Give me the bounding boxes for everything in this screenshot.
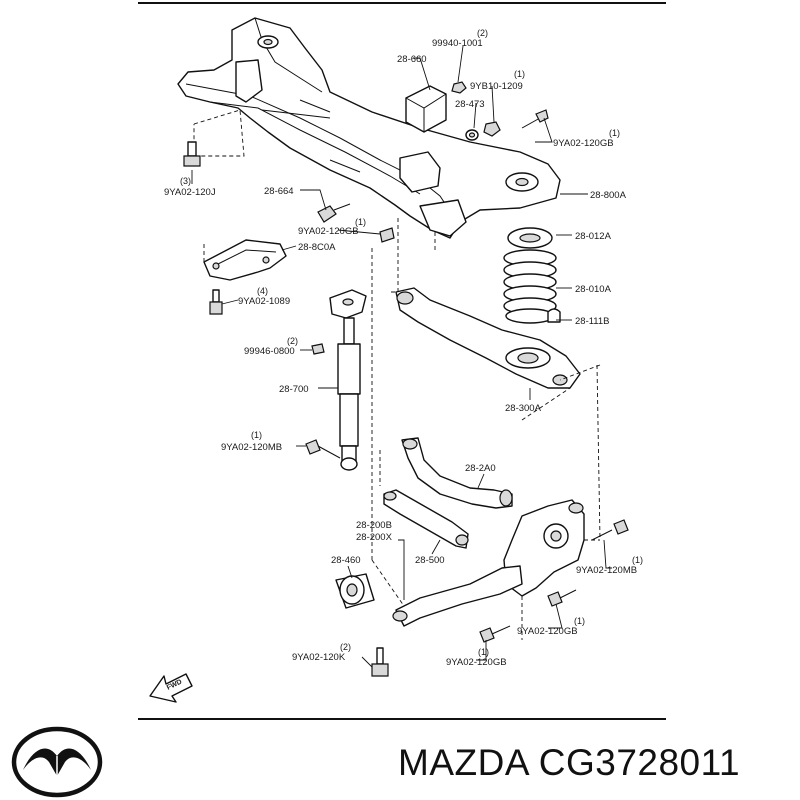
label-28-010a: 28-010A [575, 284, 612, 295]
link-28-200b [392, 565, 523, 627]
bolt-9ya02-120gb-low2 [479, 625, 511, 643]
nut-9yb10-1209 [483, 121, 501, 137]
leader-lines [191, 45, 612, 668]
label-9ya02-120gb-low1: 9YA02-120GB [517, 626, 578, 637]
label-9ya02-120gb-mid: 9YA02-120GB [298, 226, 359, 237]
part-number: CG3728011 [538, 742, 741, 783]
bolt-9ya02-120k [371, 647, 389, 677]
qty-9ya02-120gb-mid: (1) [355, 217, 366, 227]
qty-9ya02-1089: (4) [257, 286, 268, 296]
bolt-9ya02-120mb-right [591, 519, 629, 541]
mazda-logo-icon [11, 726, 103, 798]
brand-name: MAZDA [398, 742, 528, 783]
bolt-9ya02-120j [183, 141, 201, 167]
label-28-460: 28-460 [331, 555, 361, 566]
qty-9yb10-1209: (1) [514, 69, 525, 79]
bolt-9ya02-120gb-top [521, 109, 549, 129]
bump-stopper-28-111b [547, 308, 561, 323]
forward-arrow-icon: FWD [149, 673, 193, 703]
bolt-9ya02-120gb-low1 [547, 589, 577, 607]
label-9ya02-120j: 9YA02-120J [164, 187, 216, 198]
nut-bracket [379, 227, 395, 243]
label-9ya02-120k: 9YA02-120K [292, 652, 346, 663]
label-28-200x: 28-200X [356, 532, 393, 543]
label-28-664: 28-664 [264, 186, 294, 197]
nut-99946-0800 [311, 343, 325, 355]
label-9ya02-120mb-right: 9YA02-120MB [576, 565, 637, 576]
qty-9ya02-120gb-top: (1) [609, 128, 620, 138]
bolt-9ya02-120mb-left [305, 439, 341, 459]
label-9yb10-1209: 9YB10-1209 [470, 81, 523, 92]
label-28-2a0: 28-2A0 [465, 463, 496, 474]
label-9ya02-120gb-low2: 9YA02-120GB [446, 657, 507, 668]
label-28-300a: 28-300A [505, 403, 542, 414]
label-9ya02-120mb-left: 9YA02-120MB [221, 442, 282, 453]
label-28-8c0a: 28-8C0A [298, 242, 336, 253]
part-number-caption: MAZDA CG3728011 [398, 742, 740, 784]
label-28-473: 28-473 [455, 99, 485, 110]
qty-9ya02-120gb-low2: (1) [478, 647, 489, 657]
footer-divider [138, 718, 666, 720]
label-99940-1001: 99940-1001 [432, 38, 483, 49]
label-9ya02-120gb-top: 9YA02-120GB [553, 138, 614, 149]
label-28-200b: 28-200B [356, 520, 392, 531]
nut-99940-1001 [451, 81, 467, 94]
lower-arm-28-300a [395, 287, 581, 389]
qty-9ya02-120j: (3) [180, 176, 191, 186]
knuckle [503, 499, 585, 597]
bolt-9ya02-120gb-mid [317, 203, 351, 223]
bolt-9ya02-1089 [209, 289, 223, 315]
spring-seat-28-012a [507, 227, 553, 249]
label-99946-0800: 99946-0800 [244, 346, 295, 357]
plate-28-8c0a [203, 239, 287, 281]
qty-9ya02-120mb-left: (1) [251, 430, 262, 440]
top-rule [138, 2, 666, 4]
shock-absorber-28-700 [329, 289, 367, 471]
label-28-660: 28-660 [397, 54, 427, 65]
label-28-700: 28-700 [279, 384, 309, 395]
label-28-500: 28-500 [415, 555, 445, 566]
qty-99940-1001: (2) [477, 28, 488, 38]
washer-28-473 [465, 129, 479, 141]
label-28-012a: 28-012A [575, 231, 612, 242]
qty-9ya02-120k: (2) [340, 642, 351, 652]
qty-9ya02-120mb-right: (1) [632, 555, 643, 565]
qty-9ya02-120gb-low1: (1) [574, 616, 585, 626]
label-28-800a: 28-800A [590, 190, 627, 201]
label-28-111b: 28-111B [575, 316, 610, 327]
link-28-500 [383, 489, 469, 549]
coil-spring-28-010a [503, 249, 557, 324]
label-9ya02-1089: 9YA02-1089 [238, 296, 290, 307]
bush-28-660 [405, 85, 447, 133]
rear-subframe [177, 17, 561, 239]
bush-28-460 [335, 573, 375, 609]
upper-arm-28-2a0 [401, 437, 513, 509]
qty-99946-0800: (2) [287, 336, 298, 346]
